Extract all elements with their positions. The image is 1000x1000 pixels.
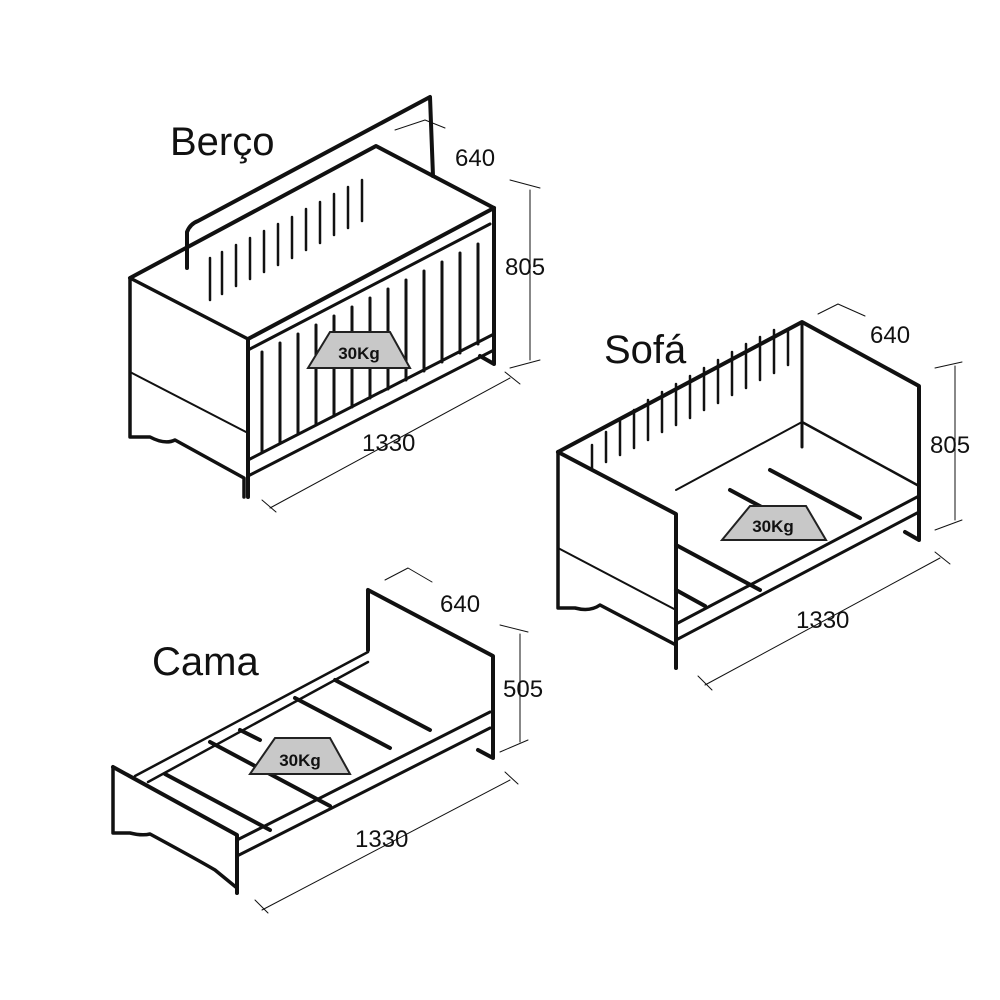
crib-load-badge: 30Kg bbox=[306, 331, 412, 369]
bed-drawing bbox=[111, 588, 495, 895]
bed-load-badge: 30Kg bbox=[248, 737, 352, 775]
crib-depth-dimension: 640 bbox=[455, 145, 496, 172]
sofa-load-badge: 30Kg bbox=[719, 505, 828, 541]
crib-drawing bbox=[128, 95, 496, 499]
crib-height-dimension: 805 bbox=[505, 254, 546, 281]
bed-depth-dimension: 640 bbox=[440, 591, 481, 618]
crib-title: Berço bbox=[170, 120, 275, 164]
bed-length-dimension: 1330 bbox=[355, 826, 409, 853]
svg-text:30Kg: 30Kg bbox=[338, 344, 380, 363]
sofa-drawing bbox=[556, 320, 921, 670]
sofa-length-dimension: 1330 bbox=[796, 607, 850, 634]
sofa-dimension-lines bbox=[697, 303, 963, 691]
crib-length-dimension: 1330 bbox=[362, 430, 416, 457]
bed-dimension-lines bbox=[254, 567, 529, 914]
crib-dimension-lines bbox=[261, 119, 541, 513]
sofa-depth-dimension: 640 bbox=[870, 322, 911, 349]
sofa-height-dimension: 805 bbox=[930, 432, 971, 459]
svg-text:30Kg: 30Kg bbox=[279, 751, 321, 770]
bed-title: Cama bbox=[152, 640, 259, 684]
sofa-title: Sofá bbox=[604, 328, 687, 372]
svg-text:30Kg: 30Kg bbox=[752, 517, 794, 536]
bed-height-dimension: 505 bbox=[503, 676, 544, 703]
